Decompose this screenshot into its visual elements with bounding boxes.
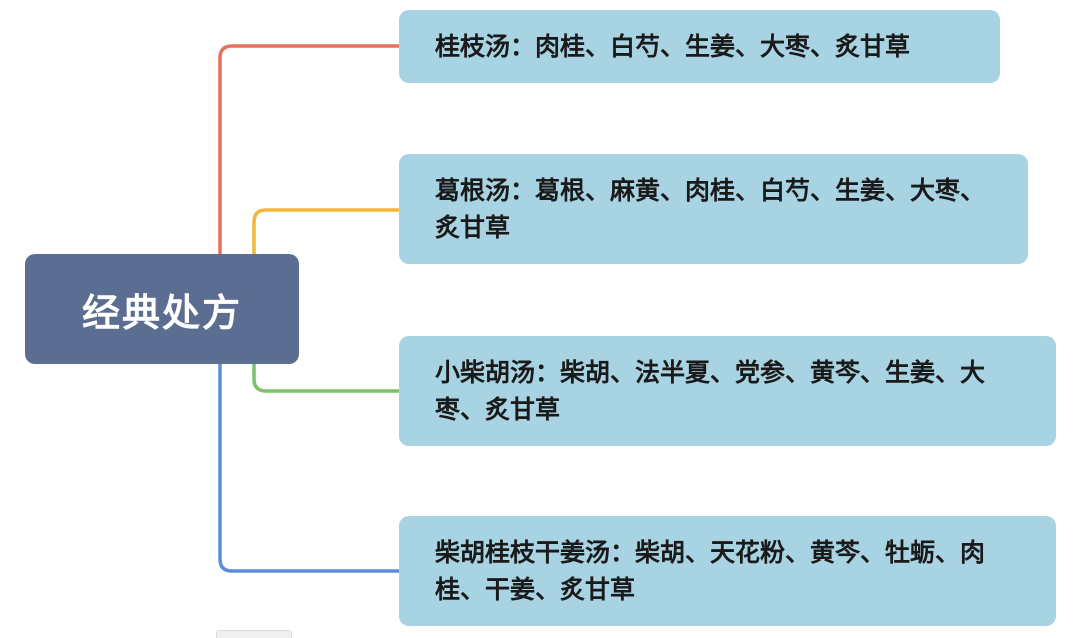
root-node[interactable]: 经典处方 (25, 254, 299, 364)
branch-node-guizhi-tang[interactable]: 桂枝汤：肉桂、白芍、生姜、大枣、炙甘草 (399, 10, 1000, 83)
connector-line-3 (252, 362, 401, 393)
connector-line-2 (252, 208, 401, 256)
branch-node-xiaochaihu-tang[interactable]: 小柴胡汤：柴胡、法半夏、党参、黄芩、生姜、大枣、炙甘草 (399, 336, 1056, 446)
connector-line-4 (218, 362, 401, 573)
branch-node-text: 柴胡桂枝干姜汤：柴胡、天花粉、黄芩、牡蛎、肉桂、干姜、炙甘草 (435, 538, 986, 604)
connector-line-1 (218, 44, 401, 256)
branch-node-chaihu-guizhi-ganjiang-tang[interactable]: 柴胡桂枝干姜汤：柴胡、天花粉、黄芩、牡蛎、肉桂、干姜、炙甘草 (399, 516, 1056, 626)
branch-node-text: 葛根汤：葛根、麻黄、肉桂、白芍、生姜、大枣、炙甘草 (435, 176, 986, 242)
branch-node-text: 桂枝汤：肉桂、白芍、生姜、大枣、炙甘草 (435, 32, 911, 61)
bottom-button-edge[interactable] (216, 630, 292, 638)
root-node-label: 经典处方 (81, 290, 242, 335)
branch-node-gegen-tang[interactable]: 葛根汤：葛根、麻黄、肉桂、白芍、生姜、大枣、炙甘草 (399, 154, 1028, 264)
branch-node-text: 小柴胡汤：柴胡、法半夏、党参、黄芩、生姜、大枣、炙甘草 (435, 358, 986, 424)
